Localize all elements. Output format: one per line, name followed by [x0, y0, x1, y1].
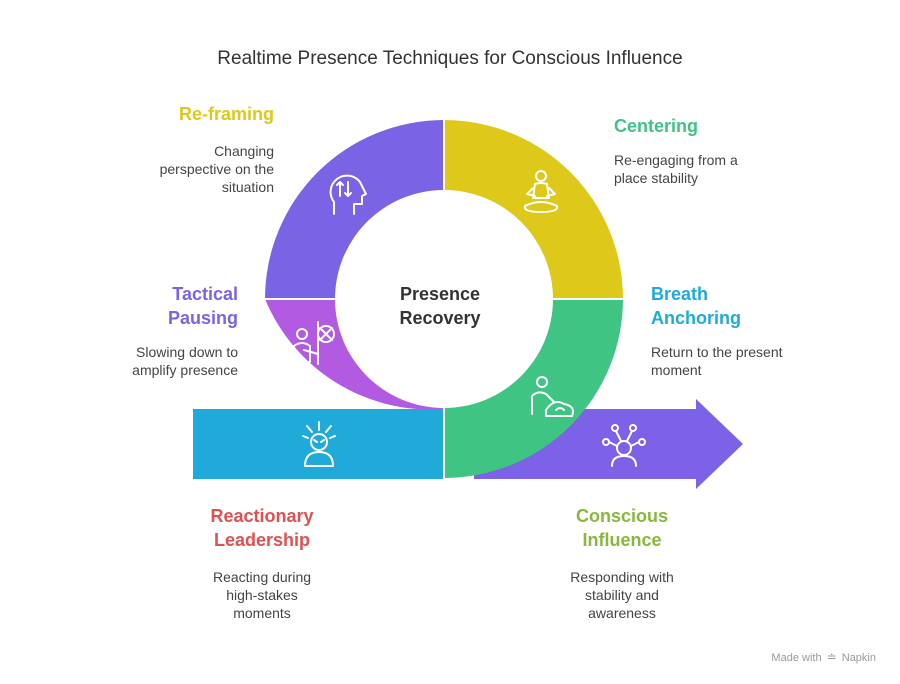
breath-label-line: Anchoring [651, 308, 741, 328]
tactical-desc: Slowing down to amplify presence [132, 343, 238, 379]
breathing-person-icon [531, 376, 574, 417]
conscious-label: Conscious Influence [542, 504, 702, 552]
reactionary-desc: Reacting during high-stakes moments [182, 568, 342, 622]
reactionary-label-line: Leadership [213, 530, 311, 550]
breath-desc: Return to the present moment [651, 343, 783, 379]
tactical-label-line: Pausing [167, 308, 238, 328]
meditation-icon [523, 170, 559, 213]
centering-desc-line: Re-engaging from a [614, 152, 738, 168]
conscious-desc: Responding with stability and awareness [542, 568, 702, 622]
reactionary-label: Reactionary Leadership [182, 504, 342, 552]
center-label-line2: Recovery [399, 308, 481, 328]
pause-person-icon [293, 321, 335, 365]
watermark-prefix: Made with [771, 652, 822, 664]
reactionary-label-line: Reactionary [210, 506, 314, 526]
center-label-line1: Presence [399, 284, 481, 304]
reframing-desc-line: perspective on the [159, 161, 274, 177]
watermark-brand: Napkin [841, 652, 876, 664]
tactical-label-line: Tactical [172, 284, 238, 304]
centering-label: Centering [614, 116, 699, 136]
tactical-segment [265, 299, 444, 410]
conscious-label-line: Influence [582, 530, 662, 550]
conscious-desc-line: Responding with [570, 569, 674, 585]
reframing-label: Re-framing [178, 104, 274, 124]
tactical-desc-line: Slowing down to [136, 344, 238, 360]
centering-segment [444, 120, 623, 299]
breath-desc-line: Return to the present [651, 344, 783, 360]
breath-label: Breath Anchoring [651, 282, 741, 330]
centering-desc: Re-engaging from a place stability [614, 151, 738, 187]
breath-desc-line: moment [651, 362, 702, 378]
diagram-title: Realtime Presence Techniques for Conscio… [217, 48, 683, 69]
network-mind-icon [602, 424, 646, 467]
tactical-label: Tactical Pausing [168, 282, 238, 330]
reactionary-desc-line: moments [233, 605, 291, 621]
reframing-desc-line: situation [221, 179, 274, 195]
stressed-person-icon [302, 421, 336, 467]
breath-segment [444, 299, 623, 478]
center-label: Presence Recovery [370, 282, 510, 330]
tactical-desc-line: amplify presence [132, 362, 238, 378]
breath-label-line: Breath [651, 284, 709, 304]
conscious-desc-line: awareness [588, 605, 656, 621]
reframing-desc-line: Changing [214, 143, 274, 159]
reframing-desc: Changing perspective on the situation [160, 142, 274, 196]
conscious-desc-line: stability and [585, 587, 659, 603]
reactionary-desc-line: high-stakes [226, 587, 298, 603]
head-arrows-icon [329, 174, 367, 215]
napkin-logo-icon: ≐ [826, 650, 837, 664]
conscious-label-line: Conscious [575, 506, 668, 526]
centering-desc-line: place stability [614, 170, 699, 186]
reactionary-bar [193, 409, 444, 479]
napkin-watermark[interactable]: Made with ≐ Napkin [771, 650, 876, 664]
reactionary-desc-line: Reacting during [212, 569, 312, 585]
